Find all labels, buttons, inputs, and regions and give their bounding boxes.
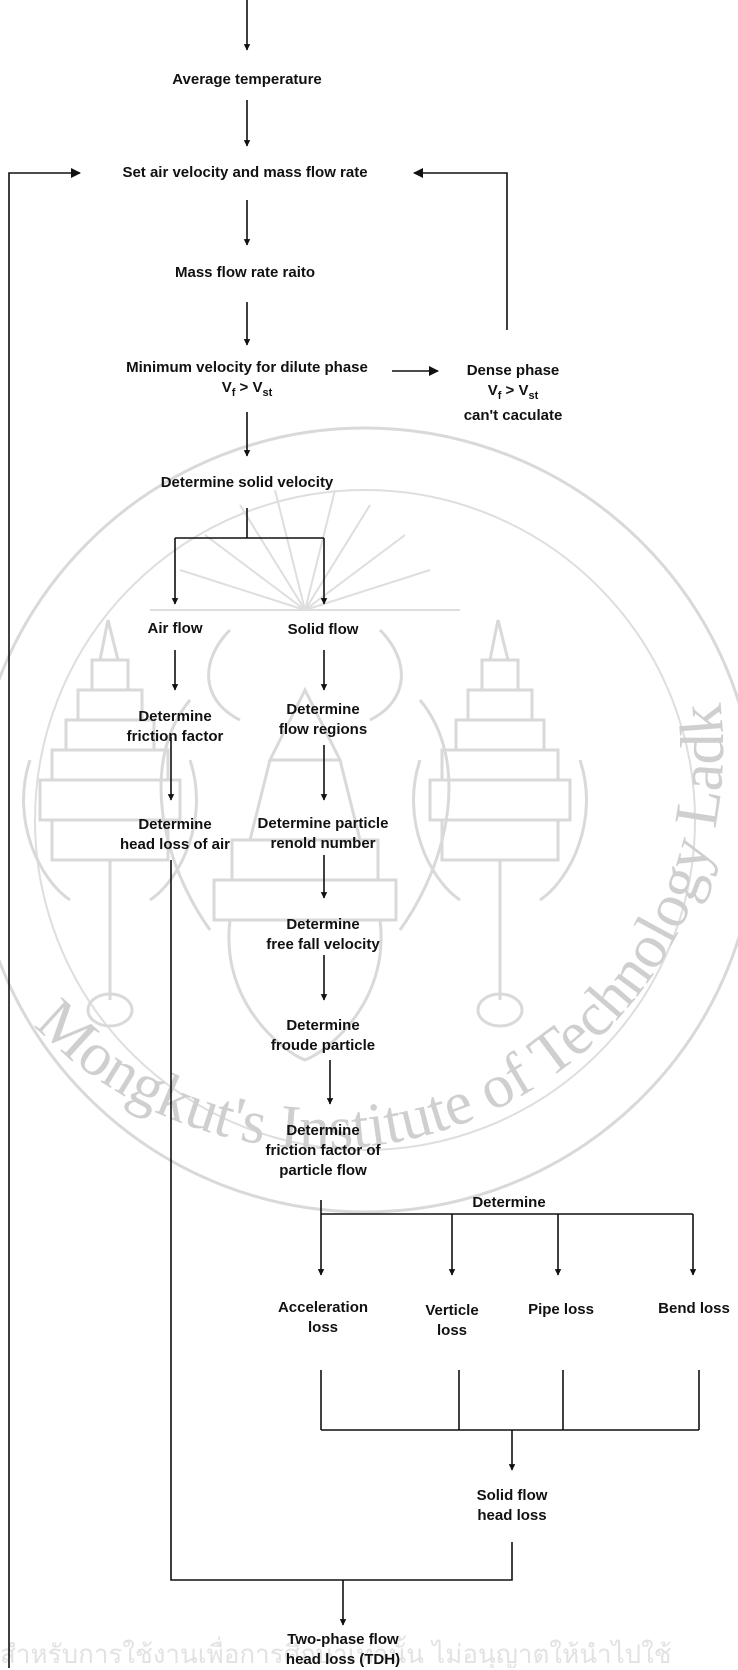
- seal-outer-ring: [0, 426, 738, 1214]
- node-determine: Determine: [472, 1194, 546, 1211]
- node-min-velocity: Minimum velocity for dilute phase Vf > V…: [126, 358, 368, 403]
- min-velocity-condition: Vf > Vst: [221, 379, 273, 399]
- node-set-air-velocity: Set air velocity and mass flow rate: [122, 164, 368, 181]
- pagoda-right-icon: [412, 619, 588, 1028]
- node-dense-phase: Dense phase Vf > Vst can't caculate: [464, 361, 563, 426]
- node-solid-velocity: Determine solid velocity: [160, 474, 334, 491]
- pagoda-left-icon: [22, 619, 198, 1028]
- node-bend-loss: Bend loss: [658, 1300, 730, 1317]
- air-to-sum-line: [170, 860, 513, 1581]
- watermark-footer-text: สำหรับการใช้งานเพื่อการศึกษาเท่านั้น ไม่…: [0, 1635, 672, 1668]
- dense-phase-note: can't caculate: [463, 407, 563, 424]
- node-air-flow: Air flow: [147, 620, 203, 637]
- dense-phase-feedback-line: [413, 168, 508, 330]
- outer-loop-line: [8, 168, 81, 1668]
- dense-phase-title: Dense phase: [466, 362, 560, 379]
- node-average-temperature: Average temperature: [172, 71, 322, 88]
- node-pipe-loss: Pipe loss: [528, 1301, 594, 1318]
- dense-phase-condition: Vf > Vst: [487, 382, 539, 402]
- seal-inner-ring: [34, 489, 696, 1151]
- node-solid-flow: Solid flow: [287, 621, 359, 638]
- node-mass-flow-ratio: Mass flow rate raito: [174, 264, 316, 281]
- central-throne-icon: [159, 628, 451, 1062]
- min-velocity-title: Minimum velocity for dilute phase: [126, 359, 368, 376]
- seal-rays: [150, 489, 460, 611]
